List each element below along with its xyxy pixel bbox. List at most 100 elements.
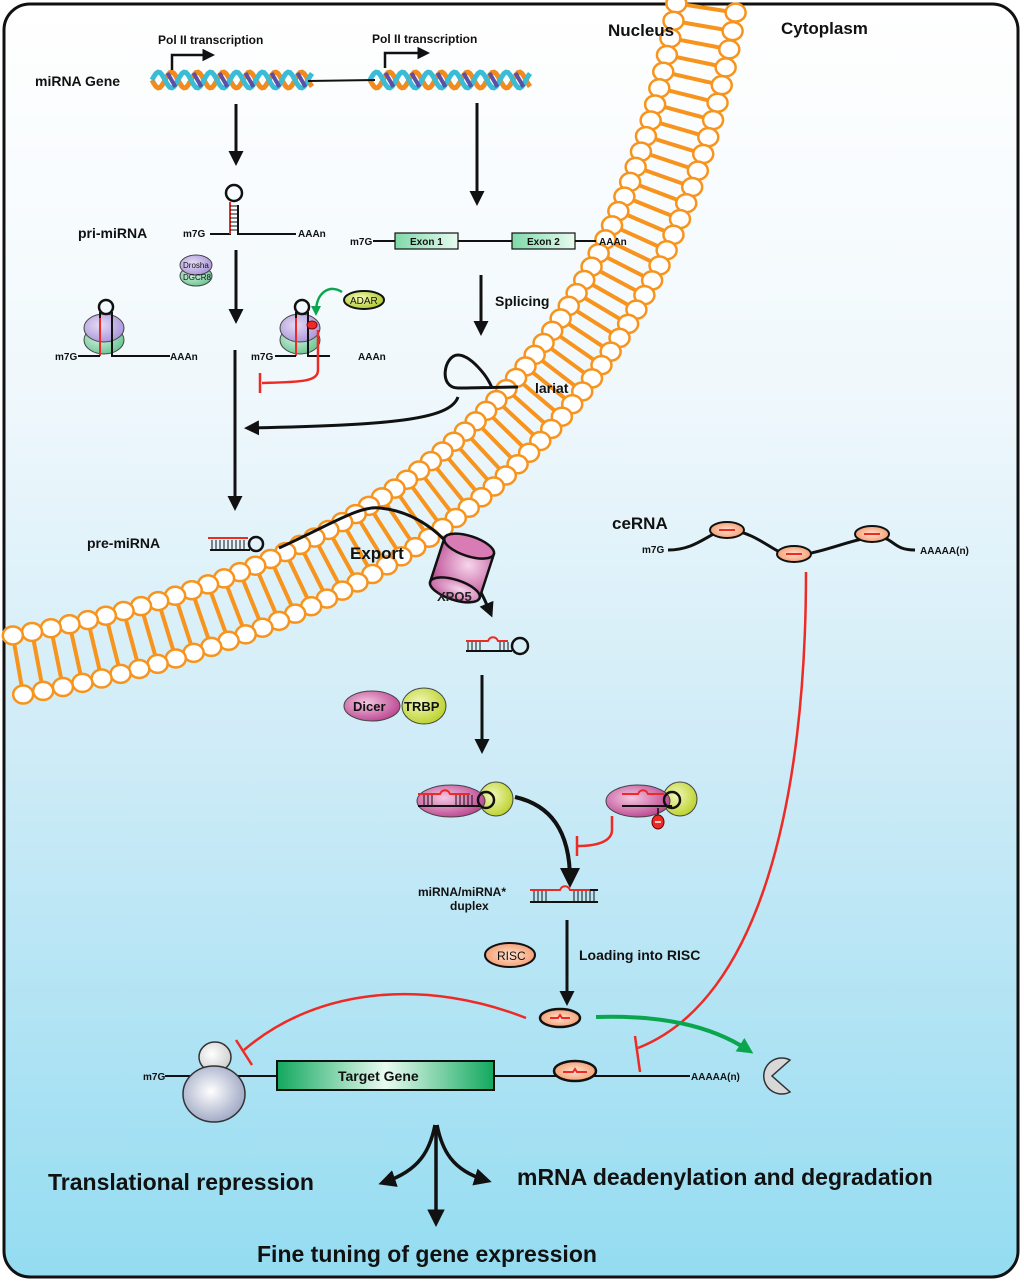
pri-mirna-hairpin: [210, 183, 296, 235]
pri-cap: m7G: [183, 229, 205, 240]
exon-1-box: [394, 232, 459, 250]
target-cap: m7G: [143, 1072, 165, 1083]
dna-strand-segment: [191, 72, 204, 88]
translation-inhibition-line: [243, 992, 527, 1051]
microprocessor-bound-left: [83, 298, 170, 357]
dna-strand-segment: [409, 72, 422, 88]
microprocessor-bound-right: [279, 298, 330, 357]
splicing-label: Splicing: [495, 293, 549, 309]
dna-strand-segment: [513, 72, 526, 88]
host-tail: AAAn: [599, 237, 627, 248]
risc-loading-label: Loading into RISC: [579, 947, 700, 963]
lipid-pair: [212, 568, 257, 645]
pri-mirna-label: pri-miRNA: [78, 225, 147, 241]
dna-helix-left: [149, 69, 315, 91]
lipid-pair: [624, 156, 704, 198]
pol2-label-left: Pol II transcription: [158, 33, 263, 47]
xpo5-channel: [428, 532, 496, 604]
dna-strand-segment: [243, 72, 256, 88]
lariat-shape: [443, 353, 519, 390]
deadenylation-arrow: [595, 1014, 754, 1054]
target-gene-label: Target Gene: [338, 1068, 419, 1084]
translation-inhibition-bar: [234, 1039, 254, 1066]
lipid-pair: [648, 77, 729, 113]
lariat-to-pre-arrow: [244, 396, 460, 436]
lipid-pair: [629, 141, 710, 181]
target-gene-box: [276, 1060, 495, 1091]
adar-enzyme: [343, 290, 385, 310]
cytoplasm-label: Cytoplasm: [781, 19, 868, 38]
bound-risc-on-target: [552, 1059, 598, 1083]
bound-left-cap: m7G: [55, 352, 77, 363]
cytoplasmic-pre-mirna: [466, 636, 530, 656]
dna-strand-segment: [295, 72, 308, 88]
duplex-label-line2: duplex: [450, 899, 489, 913]
lipid-pair: [643, 94, 725, 131]
export-label: Export: [350, 544, 404, 563]
nuclear-membrane: [1, 0, 747, 705]
mirna-gene-label: miRNA Gene: [35, 73, 120, 89]
pre-mirna-hairpin: [208, 535, 265, 553]
risc-complex: [484, 942, 536, 968]
outcome-translational-repression: Translational repression: [48, 1169, 314, 1195]
mature-risc: [538, 1007, 582, 1029]
dna-strand-segment: [435, 72, 448, 88]
lariat-label: lariat: [535, 380, 569, 396]
outcome-arrows: [378, 1124, 492, 1227]
lipid-pair: [1, 625, 35, 705]
tss-arrow-left: [170, 48, 215, 70]
cerna-sponge-line: [637, 571, 808, 1050]
dna-strand-segment: [383, 72, 396, 88]
bound-right-cap: m7G: [251, 352, 273, 363]
adar-activation-arrow: [311, 287, 343, 316]
drosha-label: Drosha: [183, 261, 209, 270]
cerna-cap: m7G: [642, 545, 664, 556]
deadenylase-icon: [763, 1057, 792, 1095]
trbp-label: TRBP: [404, 699, 440, 714]
xpo5-label: XPO5: [437, 589, 472, 604]
lipid-pair: [634, 125, 715, 165]
exon-2-box: [511, 232, 576, 250]
adar-label: ADAR: [350, 296, 378, 307]
drosha-dgcr8-complex: [179, 254, 213, 287]
duplex-label-line1: miRNA/miRNA*: [418, 885, 506, 899]
dna-strand: [367, 69, 533, 91]
dgcr8-label: DGCR8: [183, 273, 212, 282]
ribosome: [182, 1041, 246, 1123]
inhibition-line-dicer: [577, 816, 614, 848]
lipid-pair: [180, 579, 223, 658]
outcome-deadenylation: mRNA deadenylation and degradation: [517, 1164, 933, 1190]
dna-strand-segment: [217, 72, 230, 88]
exon-2-label: Exon 2: [527, 237, 560, 248]
dicer-bound-pre-mirna: [416, 781, 514, 818]
pri-tail: AAAn: [298, 229, 326, 240]
target-tail: AAAAA(n): [691, 1072, 740, 1083]
cerna-label: ceRNA: [612, 514, 668, 533]
pre-mirna-label: pre-miRNA: [87, 535, 160, 551]
outcome-fine-tuning: Fine tuning of gene expression: [257, 1241, 597, 1267]
cerna-inhibition-bar: [633, 1035, 642, 1073]
pol2-label-right: Pol II transcription: [372, 32, 477, 46]
bound-left-tail: AAAn: [170, 352, 198, 363]
nucleus-label: Nucleus: [608, 21, 674, 40]
mirna-duplex: [530, 885, 598, 903]
cerna-mirna-sites: [709, 521, 890, 563]
dna-strand-segment: [269, 72, 282, 88]
lipid-pair: [259, 548, 307, 624]
lipid-pair: [665, 0, 747, 23]
lipid-pair: [244, 555, 291, 632]
intergenic-line: [307, 79, 376, 82]
lipid-pair: [112, 600, 151, 680]
risc-label: RISC: [497, 949, 526, 963]
lipid-pair: [587, 242, 664, 291]
lipid-pair: [228, 561, 274, 638]
dicer-bound-inhibited: [605, 781, 698, 830]
dicer-label: Dicer: [353, 699, 386, 714]
dna-helix-right: [367, 69, 533, 91]
dicer-cleavage-arrow: [514, 795, 580, 888]
bound-right-tail: AAAn: [358, 352, 386, 363]
exon-1-label: Exon 1: [410, 237, 443, 248]
adar-inhibition-line: [261, 330, 320, 385]
